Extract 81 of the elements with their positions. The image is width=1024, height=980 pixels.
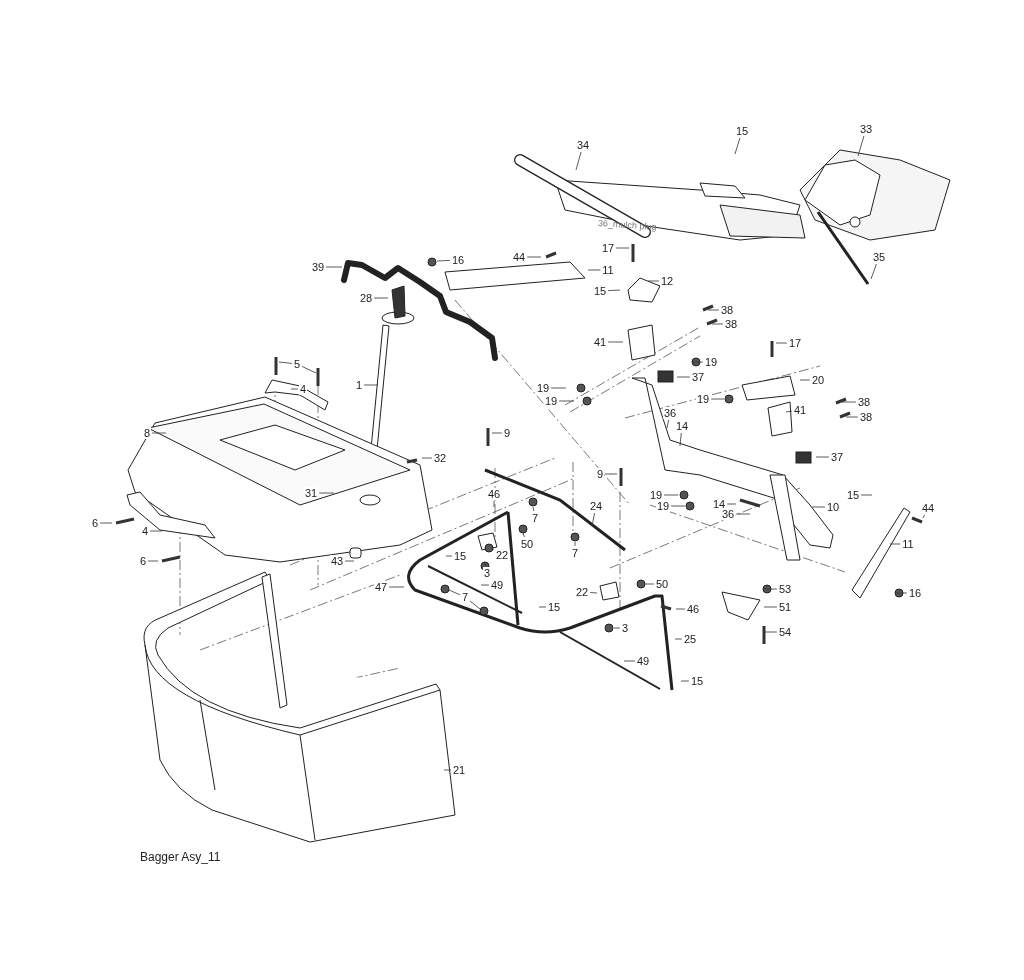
leader-line: [493, 500, 495, 508]
leader-line: [318, 492, 335, 494]
leader-line: [492, 548, 495, 550]
leader-line: [675, 608, 686, 610]
leader-line: [711, 323, 724, 325]
leader-line: [151, 432, 167, 434]
leader-line: [538, 606, 547, 608]
leader-line: [436, 260, 451, 262]
leader-line: [558, 400, 575, 402]
callout-number: 34: [575, 139, 591, 151]
leader-line: [644, 583, 655, 585]
leader-line: [574, 541, 576, 547]
leader-line: [613, 627, 621, 629]
leader-line: [763, 606, 778, 608]
leader-line: [674, 638, 683, 640]
leader-line: [344, 560, 355, 562]
bagger-assembly-drawing: [115, 149, 951, 843]
leader-line: [587, 269, 601, 271]
leader-line: [443, 769, 452, 771]
leader-line: [670, 505, 686, 507]
leader-line: [325, 266, 343, 268]
leader-line: [734, 137, 741, 155]
leader-line: [763, 631, 778, 633]
leader-line: [785, 410, 793, 413]
leader-line: [841, 401, 857, 403]
leader-line: [857, 135, 865, 157]
part-note: 36_mulch plug: [597, 218, 657, 233]
leader-line: [763, 588, 778, 590]
leader-line: [448, 589, 461, 596]
leader-line: [691, 361, 704, 363]
leader-line: [532, 506, 535, 512]
leader-line: [480, 584, 490, 586]
leader-line: [604, 473, 618, 475]
callout-number: 33: [858, 123, 874, 135]
leader-line: [550, 387, 567, 389]
leader-line: [99, 522, 113, 524]
leader-line: [484, 562, 486, 567]
leader-line: [679, 432, 682, 447]
leader-line: [363, 384, 379, 386]
callout-number: 15: [734, 125, 750, 137]
leader-line: [775, 342, 788, 344]
leader-line: [666, 419, 669, 429]
leader-line: [889, 543, 901, 545]
leader-line: [815, 456, 830, 458]
leader-line: [676, 376, 691, 378]
leader-line: [607, 289, 621, 291]
diagram-caption: Bagger Asy_11: [140, 850, 221, 864]
leader-line: [589, 592, 598, 594]
leader-line: [799, 379, 811, 381]
leader-line: [680, 680, 690, 682]
leader-line: [149, 530, 163, 532]
leader-line: [301, 366, 317, 374]
leader-line: [445, 555, 453, 557]
leader-line: [707, 309, 720, 311]
leader-line: [845, 416, 859, 418]
leader-line: [388, 586, 405, 588]
leader-line: [607, 341, 624, 343]
leader-line: [895, 592, 908, 594]
leader-line: [522, 532, 525, 538]
leader-line: [147, 560, 159, 562]
leader-line: [421, 457, 433, 459]
leader-line: [575, 151, 582, 171]
leader-line: [647, 280, 660, 282]
callout-number: 6: [90, 517, 100, 529]
leader-line: [278, 361, 293, 364]
leader-line: [860, 494, 873, 496]
leader-line: [663, 494, 679, 496]
leader-line: [526, 256, 542, 258]
leader-line: [591, 512, 595, 527]
leader-line: [811, 506, 826, 508]
leader-line: [870, 263, 877, 280]
leader-line: [735, 513, 751, 515]
leader-line: [373, 297, 389, 299]
leader-line: [290, 388, 299, 390]
leader-line: [922, 514, 925, 519]
leader-line: [623, 660, 636, 662]
leader-line: [726, 503, 737, 505]
leader-line: [469, 600, 481, 610]
leader-line: [710, 398, 725, 400]
leader-line: [491, 432, 503, 434]
leader-line: [615, 247, 630, 249]
